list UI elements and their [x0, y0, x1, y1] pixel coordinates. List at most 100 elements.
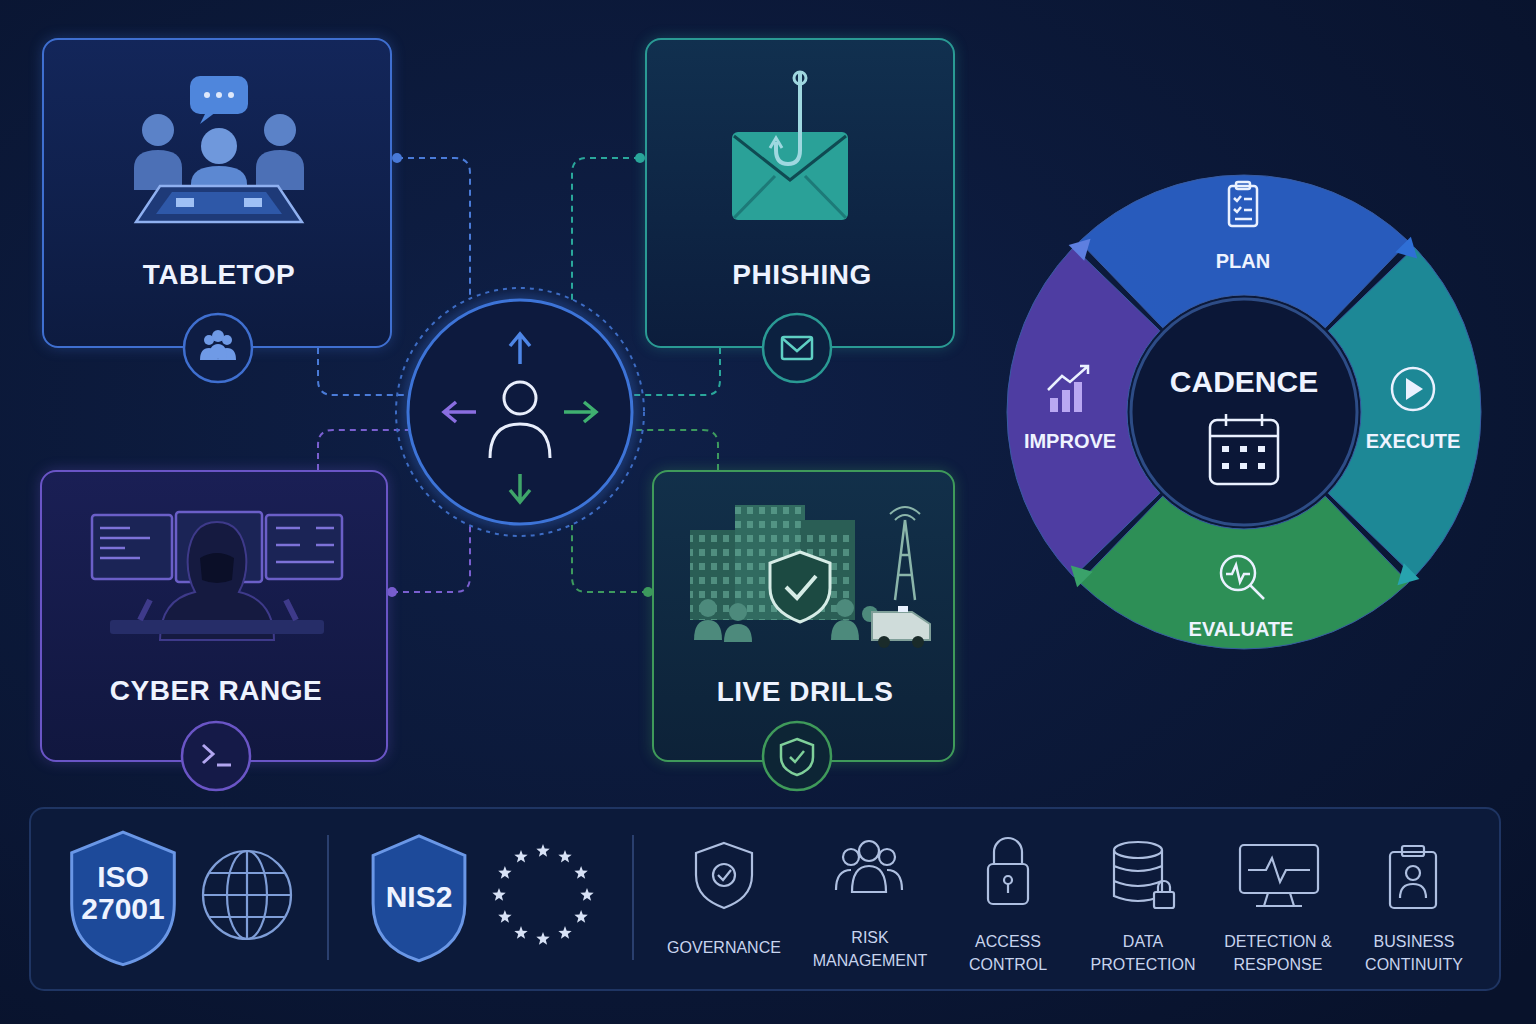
circle-shape — [763, 722, 831, 790]
path-shape — [776, 72, 800, 164]
path-shape — [72, 832, 175, 964]
path-shape — [514, 850, 527, 863]
path-shape — [770, 552, 830, 622]
rect-shape — [176, 198, 194, 207]
band-icons — [696, 838, 1436, 908]
hub-circle — [396, 288, 644, 536]
circle-shape — [396, 288, 644, 536]
path-shape — [564, 402, 596, 422]
standard-shield: NIS2 — [368, 832, 470, 962]
cadence-circle: CADENCE — [1127, 295, 1361, 529]
rect-shape — [244, 198, 262, 207]
path-shape — [200, 553, 234, 583]
path-shape — [490, 424, 550, 458]
circle-shape — [1004, 876, 1012, 884]
node-label: EXECUTE — [1343, 430, 1483, 452]
path-shape — [1234, 196, 1252, 219]
circle-shape — [878, 636, 890, 648]
path-shape — [1226, 565, 1250, 582]
circle-shape — [201, 128, 237, 164]
path-shape — [203, 745, 231, 765]
path-shape — [718, 870, 731, 880]
rect-shape — [110, 620, 324, 634]
path-shape — [1248, 858, 1310, 882]
path-shape — [836, 866, 902, 892]
circle-shape — [1221, 556, 1255, 590]
node-label: IMPROVE — [1000, 430, 1140, 452]
path-shape — [536, 844, 549, 857]
path-shape — [1007, 884, 1009, 893]
path-shape — [140, 600, 296, 620]
box-fill — [652, 470, 955, 762]
circle-shape — [204, 335, 214, 345]
circle-shape — [216, 92, 222, 98]
path-shape — [1158, 881, 1170, 892]
path-shape — [392, 525, 470, 592]
circle-shape — [843, 849, 859, 865]
circle-shape — [794, 72, 806, 84]
path-shape — [498, 910, 511, 923]
rect-shape — [1402, 846, 1424, 856]
rect-shape — [1258, 463, 1265, 469]
circle-shape — [1406, 866, 1420, 880]
path-shape — [872, 612, 930, 640]
rect-shape — [1236, 182, 1250, 189]
rect-shape — [1062, 390, 1070, 412]
path-shape — [1250, 585, 1264, 599]
eu-stars — [492, 844, 593, 945]
path-shape — [558, 926, 571, 939]
path-shape — [734, 176, 846, 218]
circle-shape — [1131, 299, 1357, 525]
rect-shape — [266, 515, 342, 579]
path-shape — [770, 138, 782, 148]
live-drills-illustration — [690, 505, 930, 648]
rect-shape — [190, 76, 248, 114]
path-shape — [498, 866, 511, 879]
path-shape — [1400, 884, 1426, 898]
path-shape — [831, 620, 859, 640]
node-label: PLAN — [1173, 250, 1313, 272]
rect-shape — [898, 606, 908, 612]
rect-shape — [1222, 463, 1229, 469]
node-label: ISO 27001 — [76, 861, 170, 924]
rect-shape — [1050, 398, 1058, 412]
cycle-segment: EVALUATE — [1076, 494, 1412, 649]
rect-shape — [1240, 463, 1247, 469]
path-shape — [1048, 366, 1088, 390]
divider-line — [328, 835, 633, 960]
path-shape — [514, 926, 527, 939]
rect-shape — [1210, 420, 1278, 484]
path-shape — [256, 150, 304, 190]
circle-shape — [859, 841, 879, 861]
circle-shape — [635, 153, 645, 163]
path-shape — [895, 520, 915, 600]
path-shape — [558, 850, 571, 863]
standard-shield: ISO 27001 — [66, 828, 180, 966]
exercise-box: TABLETOP — [42, 38, 392, 348]
path-shape — [444, 402, 476, 422]
path-shape — [218, 348, 236, 360]
g-shape — [1222, 446, 1265, 469]
box-fill — [40, 470, 388, 762]
circle-shape — [879, 849, 895, 865]
path-shape — [318, 348, 408, 395]
path-shape — [574, 866, 587, 879]
circle-shape — [504, 382, 536, 414]
circle-shape — [203, 851, 291, 939]
box-badges — [182, 314, 831, 790]
path-shape — [632, 430, 718, 470]
node-label: EVALUATE — [1161, 618, 1321, 640]
node-label: LIVE DRILLS — [663, 677, 948, 708]
path-shape — [510, 334, 530, 364]
circle-shape — [699, 599, 717, 617]
path-shape — [572, 525, 648, 592]
circle-shape — [836, 599, 854, 617]
node-label: TABLETOP — [59, 260, 379, 291]
circle-shape — [228, 92, 234, 98]
path-shape — [318, 430, 408, 470]
rect-shape — [1074, 382, 1082, 412]
path-shape — [200, 348, 218, 360]
category-label: RISK MANAGEMENT — [806, 926, 934, 972]
